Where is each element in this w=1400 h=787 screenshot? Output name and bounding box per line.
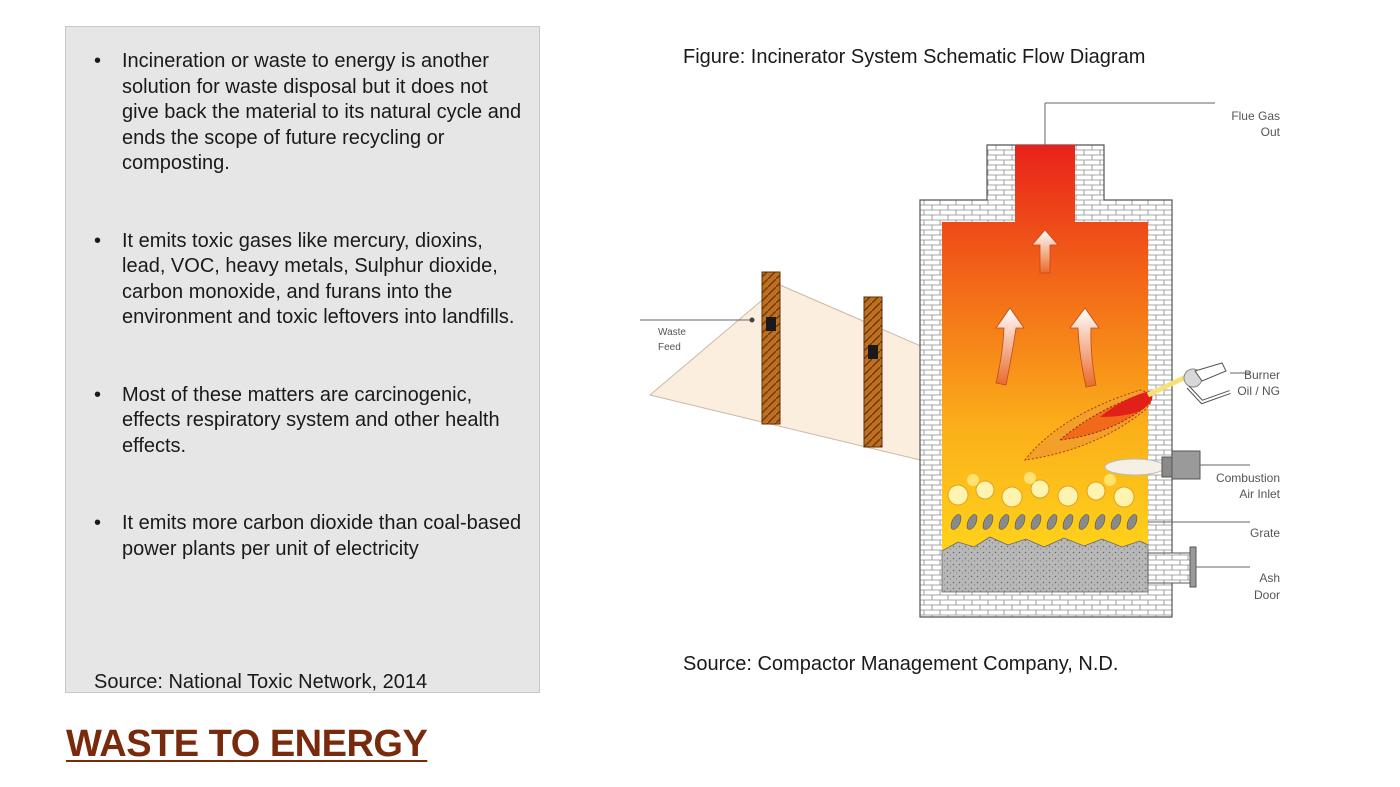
bullet-item: Incineration or waste to energy is anoth… <box>94 49 524 177</box>
left-source: Source: National Toxic Network, 2014 <box>94 671 428 693</box>
air-inlet-nozzle <box>1171 450 1201 480</box>
ash-door <box>1147 552 1191 584</box>
ash-door-label: Ash <box>1259 571 1280 585</box>
waste-feed-label: Waste <box>658 327 686 338</box>
slide-title: WASTE TO ENERGY <box>66 723 428 765</box>
bullet-item: It emits toxic gases like mercury, dioxi… <box>94 229 524 331</box>
air-jet <box>1104 458 1166 476</box>
combustion-label-2: Air Inlet <box>1239 487 1280 501</box>
burner-nozzle <box>1194 362 1227 382</box>
bullet-list: Incineration or waste to energy is anoth… <box>94 49 524 562</box>
bullet-item: Most of these matters are carcinogenic, … <box>94 383 524 460</box>
bullet-panel: Incineration or waste to energy is anoth… <box>65 26 540 693</box>
figure-caption: Figure: Incinerator System Schematic Flo… <box>683 46 1146 68</box>
burner-label: Burner <box>1244 368 1280 382</box>
figure-source: Source: Compactor Management Company, N.… <box>683 653 1119 675</box>
incinerator-svg: Flue Gas Out Burner Oil / NG Combustion … <box>640 102 1281 618</box>
up-arrow-icon <box>1031 229 1059 274</box>
up-arrow-icon <box>1069 307 1100 388</box>
bullet-item: It emits more carbon dioxide than coal-b… <box>94 511 524 562</box>
flue-gas-label: Flue Gas <box>1231 109 1280 123</box>
flue-gas-label-2: Out <box>1261 125 1281 139</box>
waste-feed-plane <box>648 284 931 461</box>
combustion-chamber <box>942 145 1148 551</box>
up-arrow-icon <box>995 307 1025 386</box>
incinerator-diagram: Flue Gas Out Burner Oil / NG Combustion … <box>640 95 1300 635</box>
grate-label: Grate <box>1250 526 1280 540</box>
feed-gate-rod <box>863 296 883 448</box>
grate-bars <box>950 514 1138 530</box>
combustion-label: Combustion <box>1216 471 1280 485</box>
feed-gate-rod <box>761 271 781 425</box>
waste-feed-label-2: Feed <box>658 342 681 353</box>
burner-label-2: Oil / NG <box>1237 384 1280 398</box>
burning-waste <box>947 472 1135 508</box>
ash-door-label-2: Door <box>1254 588 1280 602</box>
